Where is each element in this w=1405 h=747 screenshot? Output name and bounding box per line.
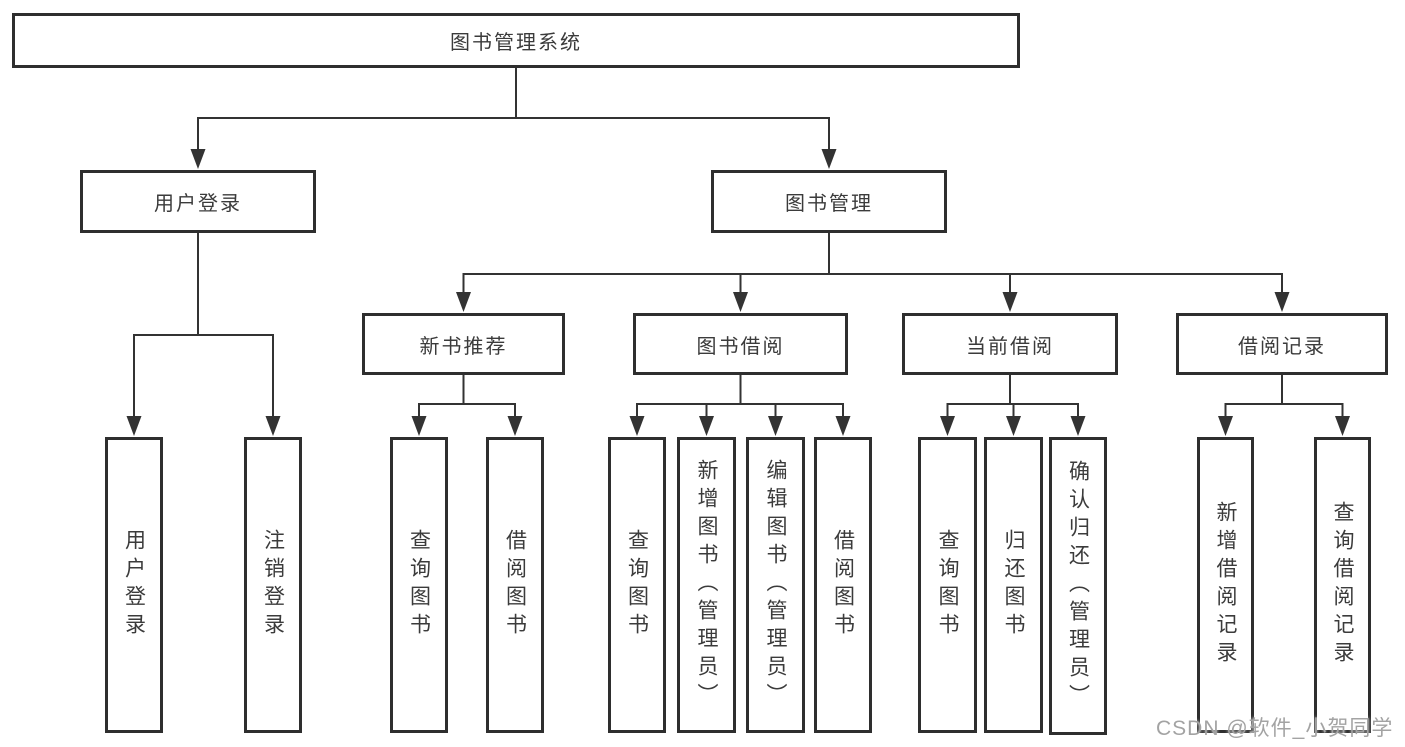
node-label-query-books-2: 查询图书	[625, 529, 649, 641]
node-label-query-books-3: 查询图书	[936, 529, 959, 641]
node-label-logout-v: 注销登录	[261, 529, 285, 641]
node-label-book-mgmt: 图书管理	[785, 193, 873, 215]
node-label-login-v: 用户登录	[122, 529, 146, 641]
node-root: 图书管理系统	[12, 13, 1020, 68]
node-query-books-1: 查询图书	[390, 437, 448, 733]
node-label-edit-books: 编辑图书（管理员）	[764, 459, 787, 711]
node-edit-books: 编辑图书（管理员）	[746, 437, 805, 733]
node-borrow-records: 借阅记录	[1176, 313, 1388, 375]
connector-book-borrow	[629, 373, 851, 436]
connector-new-book-rec	[411, 373, 523, 436]
node-label-add-books: 新增图书（管理员）	[695, 459, 718, 711]
node-book-borrow: 图书借阅	[633, 313, 848, 375]
node-label-book-borrow: 图书借阅	[696, 335, 785, 358]
node-label-borrow-books-1: 借阅图书	[503, 529, 527, 641]
node-label-current-borrow: 当前借阅	[966, 335, 1054, 358]
connector-borrow-records	[1218, 373, 1350, 436]
node-user-login: 用户登录	[80, 170, 316, 233]
node-query-borrow-record: 查询借阅记录	[1314, 437, 1371, 733]
connector-current-borrow	[940, 373, 1086, 436]
node-borrow-books-2: 借阅图书	[814, 437, 872, 733]
node-book-mgmt: 图书管理	[711, 170, 947, 233]
node-current-borrow: 当前借阅	[902, 313, 1118, 375]
node-label-borrow-books-2: 借阅图书	[831, 529, 855, 641]
node-label-new-book-rec: 新书推荐	[419, 335, 508, 358]
node-label-add-borrow-record: 新增借阅记录	[1214, 501, 1237, 669]
node-label-user-login: 用户登录	[154, 193, 242, 215]
connector-book-mgmt	[456, 231, 1290, 312]
node-query-books-3: 查询图书	[918, 437, 977, 733]
node-query-books-2: 查询图书	[608, 437, 666, 733]
node-add-books: 新增图书（管理员）	[677, 437, 736, 733]
node-label-borrow-records: 借阅记录	[1238, 335, 1326, 358]
connector-root	[190, 66, 837, 169]
watermark: CSDN @软件_小贺同学	[1156, 717, 1394, 740]
node-new-book-rec: 新书推荐	[362, 313, 565, 375]
node-label-root: 图书管理系统	[450, 32, 582, 54]
node-return-books: 归还图书	[984, 437, 1043, 733]
node-borrow-books-1: 借阅图书	[486, 437, 544, 733]
node-logout-v: 注销登录	[244, 437, 302, 733]
node-confirm-return: 确认归还（管理员）	[1049, 437, 1107, 735]
node-label-query-borrow-record: 查询借阅记录	[1331, 501, 1354, 669]
node-label-query-books-1: 查询图书	[407, 529, 431, 641]
node-label-return-books: 归还图书	[1002, 529, 1025, 641]
connector-user-login	[126, 231, 281, 436]
node-login-v: 用户登录	[105, 437, 163, 733]
node-label-confirm-return: 确认归还（管理员）	[1066, 460, 1090, 712]
node-add-borrow-record: 新增借阅记录	[1197, 437, 1254, 733]
